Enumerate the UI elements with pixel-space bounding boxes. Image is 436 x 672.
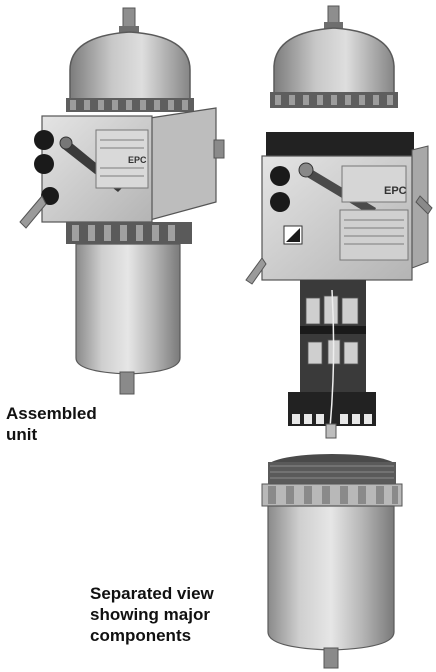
assembled-unit: EPC [19, 7, 225, 395]
separated-unit: EPC [245, 5, 433, 669]
control-knob [41, 187, 59, 205]
dome-cover [69, 31, 191, 103]
caption-separated-view: Separated view showing major components [90, 583, 214, 646]
caption-line: unit [6, 425, 38, 444]
caption-line: Assembled [6, 404, 97, 423]
dome-cover [273, 27, 395, 97]
caption-line: Separated view [90, 584, 214, 603]
control-knob [34, 154, 54, 174]
unit-label: EPC [384, 185, 407, 197]
bowl [267, 505, 395, 651]
caption-assembled-unit: Assembled unit [6, 403, 97, 445]
control-knob [34, 130, 54, 150]
nameplate [339, 209, 409, 261]
bowl-ring [66, 222, 192, 244]
lever-arm [302, 166, 376, 216]
nameplate [341, 165, 407, 203]
caption-line: components [90, 626, 192, 645]
drain-fitting [119, 371, 135, 395]
unit-label: EPC [128, 155, 147, 165]
side-lever [245, 257, 267, 285]
drain-fitting [323, 647, 339, 669]
control-knob [270, 192, 290, 212]
control-knob [270, 166, 290, 186]
bowl [75, 243, 181, 375]
caption-line: showing major [90, 605, 210, 624]
side-lever [19, 195, 47, 229]
